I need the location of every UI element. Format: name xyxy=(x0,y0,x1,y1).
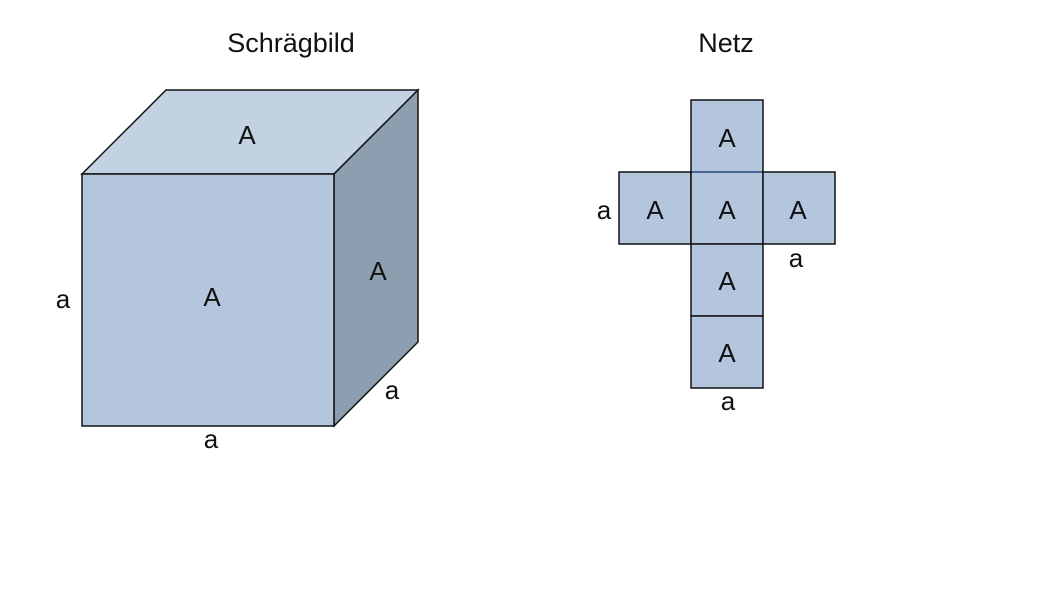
net-edge-left-label: a xyxy=(597,195,612,225)
cube-front-face xyxy=(81,173,335,427)
net-face-bottom-label: A xyxy=(718,338,736,368)
cube-edge-depth-label: a xyxy=(385,375,400,405)
oblique-view-title: Schrägbild xyxy=(227,28,355,58)
oblique-cube: A A A a a a xyxy=(56,88,420,454)
net-face-bottom xyxy=(690,315,764,389)
net-title: Netz xyxy=(698,28,754,58)
net-face-left-label: A xyxy=(646,195,664,225)
net-face-right xyxy=(762,171,836,245)
net-face-right-label: A xyxy=(789,195,807,225)
cube-edge-bottom-label: a xyxy=(204,424,219,454)
net-face-lower-label: A xyxy=(718,266,736,296)
net-face-center-label: A xyxy=(718,195,736,225)
net-edge-bottom-label: a xyxy=(721,386,736,416)
cube-net: A A A A A A a a a xyxy=(597,99,836,416)
net-face-lower xyxy=(690,243,764,317)
net-face-top-label: A xyxy=(718,123,736,153)
cube-top-face-label: A xyxy=(238,120,256,150)
net-edge-right-label: a xyxy=(789,243,804,273)
cube-front-face-label: A xyxy=(203,282,221,312)
cube-edge-left-label: a xyxy=(56,284,71,314)
cube-side-face-label: A xyxy=(369,256,387,286)
